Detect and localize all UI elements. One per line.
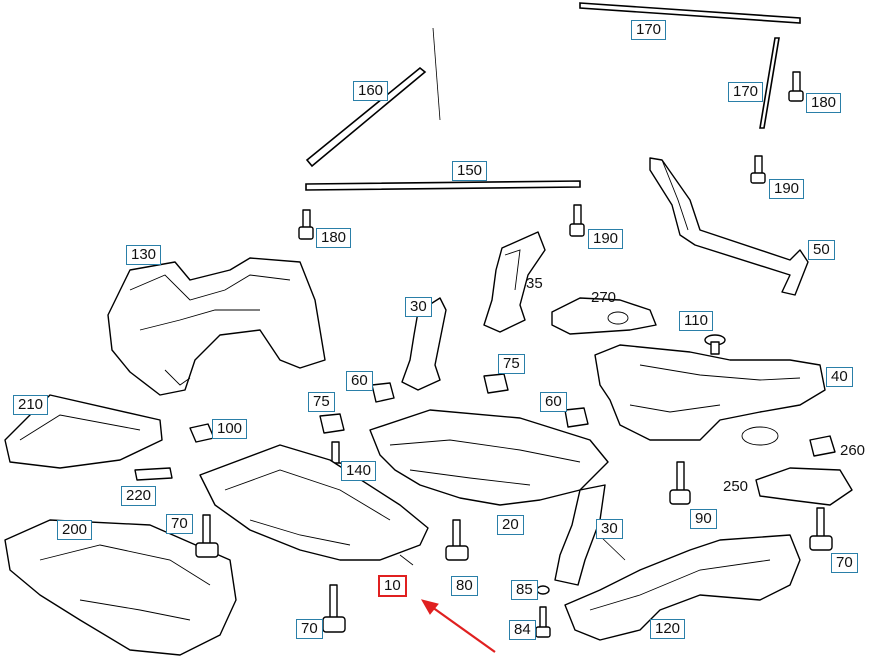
callout-lines: [399, 27, 626, 566]
part-40-undertray: [594, 344, 826, 446]
label-210[interactable]: 210: [13, 395, 49, 415]
clip-60-b: [564, 407, 589, 428]
label-150[interactable]: 150: [452, 161, 488, 181]
bolt-84: [535, 606, 551, 638]
label-170-top[interactable]: 170: [631, 20, 667, 40]
label-120[interactable]: 120: [650, 619, 686, 639]
label-190-mid[interactable]: 190: [588, 229, 624, 249]
label-220[interactable]: 220: [121, 486, 157, 506]
bolt-180-upper: [788, 71, 804, 102]
part-120-liner: [564, 534, 801, 641]
label-130[interactable]: 130: [126, 245, 162, 265]
bolt-180-left: [298, 209, 314, 240]
label-84[interactable]: 84: [509, 620, 536, 640]
bolt-70-c: [322, 584, 346, 633]
clip-75-a: [483, 373, 509, 394]
part-170-upper-strip: [579, 2, 801, 24]
part-100-block: [189, 423, 215, 443]
highlight-arrow: [420, 599, 496, 653]
part-270-panel: [551, 297, 657, 335]
bolt-190-mid: [569, 204, 585, 237]
label-20[interactable]: 20: [497, 515, 524, 535]
label-250[interactable]: 250: [723, 478, 749, 495]
label-70-a[interactable]: 70: [166, 514, 193, 534]
part-130-liner: [107, 257, 326, 396]
label-75-a[interactable]: 75: [498, 354, 525, 374]
part-200-floor-panel: [4, 519, 237, 656]
label-140[interactable]: 140: [341, 461, 377, 481]
label-85[interactable]: 85: [511, 580, 538, 600]
label-35[interactable]: 35: [526, 275, 543, 292]
label-80[interactable]: 80: [451, 576, 478, 596]
part-110-plug: [704, 334, 726, 355]
part-150-strip: [305, 180, 581, 191]
label-60-a[interactable]: 60: [346, 371, 373, 391]
part-30-duct-lower: [554, 484, 606, 586]
label-30-upper[interactable]: 30: [405, 297, 432, 317]
bolt-90: [669, 461, 691, 505]
label-60-b[interactable]: 60: [540, 392, 567, 412]
label-40[interactable]: 40: [826, 367, 853, 387]
label-90[interactable]: 90: [690, 509, 717, 529]
part-170-vertical-strip: [759, 37, 780, 129]
part-250-panel: [755, 467, 853, 506]
label-110[interactable]: 110: [679, 311, 713, 331]
label-170-vertical[interactable]: 170: [728, 82, 764, 102]
label-270[interactable]: 270: [591, 289, 617, 306]
part-20-central-panel: [369, 409, 609, 506]
part-220-plate: [134, 467, 173, 481]
part-85-washer: [536, 585, 550, 595]
label-190-top[interactable]: 190: [769, 179, 805, 199]
part-10-main-panel: [199, 444, 429, 561]
part-35-duct: [483, 231, 546, 333]
label-10-highlighted[interactable]: 10: [378, 575, 407, 597]
label-260[interactable]: 260: [840, 442, 866, 459]
label-30-lower[interactable]: 30: [596, 519, 623, 539]
label-100[interactable]: 100: [212, 419, 248, 439]
label-180-left[interactable]: 180: [316, 228, 352, 248]
clip-60-a: [371, 382, 395, 403]
label-180-top[interactable]: 180: [806, 93, 842, 113]
bolt-70-b: [809, 507, 833, 551]
label-70-b[interactable]: 70: [831, 553, 858, 573]
label-200[interactable]: 200: [57, 520, 93, 540]
bolt-70-a: [195, 514, 219, 558]
part-50-bracket: [649, 157, 809, 296]
part-30-duct-upper: [401, 297, 447, 391]
part-260-clip: [809, 435, 836, 457]
clip-75-b: [319, 413, 345, 434]
label-160[interactable]: 160: [353, 81, 389, 101]
bolt-190-upper: [750, 155, 766, 184]
label-75-b[interactable]: 75: [308, 392, 335, 412]
label-50[interactable]: 50: [808, 240, 835, 260]
bolt-80: [445, 519, 469, 561]
label-70-c[interactable]: 70: [296, 619, 323, 639]
